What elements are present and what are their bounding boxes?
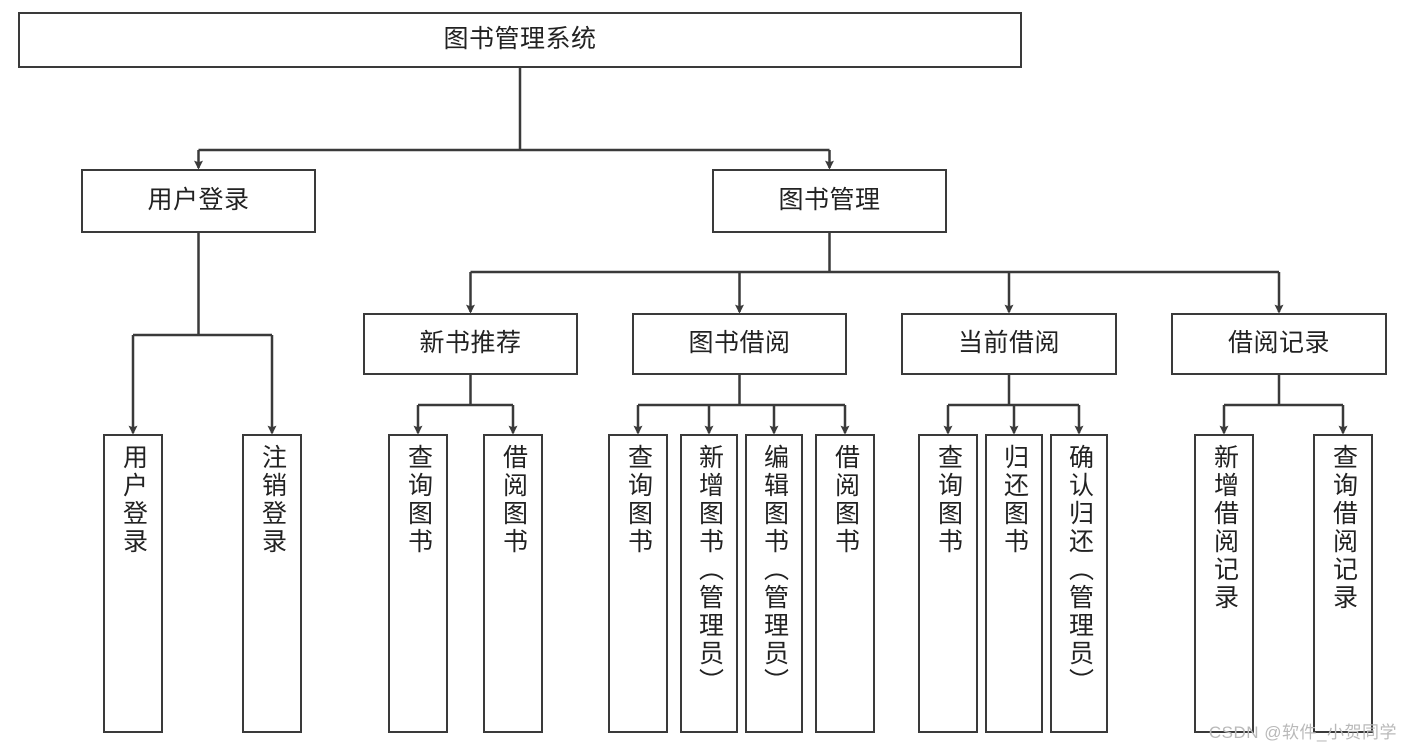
node-label: 编辑图书（管理员） (760, 444, 789, 696)
node-label: 查询图书 (934, 444, 963, 556)
node-label: 图书管理 (778, 186, 881, 215)
node-label: 用户登录 (119, 444, 148, 556)
node-label: 当前借阅 (957, 329, 1060, 358)
node-label: 查询图书 (404, 444, 433, 556)
node-label: 借阅图书 (831, 444, 860, 556)
node-l-ret[interactable]: 归还图书 (985, 434, 1043, 733)
node-records[interactable]: 借阅记录 (1171, 313, 1387, 375)
node-l-q3[interactable]: 查询图书 (918, 434, 978, 733)
node-l-q2[interactable]: 查询图书 (608, 434, 668, 733)
node-label: 借阅记录 (1227, 329, 1330, 358)
node-l-b2[interactable]: 借阅图书 (815, 434, 875, 733)
node-login[interactable]: 用户登录 (81, 169, 316, 233)
node-l-login[interactable]: 用户登录 (103, 434, 163, 733)
node-borrow[interactable]: 图书借阅 (632, 313, 847, 375)
node-label: 借阅图书 (499, 444, 528, 556)
node-l-b1[interactable]: 借阅图书 (483, 434, 543, 733)
node-label: 用户登录 (147, 186, 250, 215)
node-current[interactable]: 当前借阅 (901, 313, 1117, 375)
node-label: 图书管理系统 (443, 25, 597, 54)
node-l-edit[interactable]: 编辑图书（管理员） (745, 434, 803, 733)
node-label: 归还图书 (1000, 444, 1029, 556)
node-label: 新增图书（管理员） (695, 444, 724, 696)
node-bookmgmt[interactable]: 图书管理 (712, 169, 947, 233)
node-l-q1[interactable]: 查询图书 (388, 434, 448, 733)
node-label: 注销登录 (258, 444, 287, 556)
node-l-confirm[interactable]: 确认归还（管理员） (1050, 434, 1108, 733)
node-root[interactable]: 图书管理系统 (18, 12, 1022, 68)
node-l-add[interactable]: 新增图书（管理员） (680, 434, 738, 733)
node-label: 新增借阅记录 (1210, 444, 1239, 612)
node-newbook[interactable]: 新书推荐 (363, 313, 578, 375)
node-label: 图书借阅 (688, 329, 791, 358)
node-l-logout[interactable]: 注销登录 (242, 434, 302, 733)
node-l-qrec[interactable]: 查询借阅记录 (1313, 434, 1373, 733)
node-label: 新书推荐 (419, 329, 522, 358)
node-label: 查询借阅记录 (1329, 444, 1358, 612)
node-l-addrec[interactable]: 新增借阅记录 (1194, 434, 1254, 733)
node-label: 查询图书 (624, 444, 653, 556)
node-label: 确认归还（管理员） (1065, 444, 1094, 696)
csdn-watermark: CSDN @软件_小贺同学 (1208, 723, 1397, 742)
